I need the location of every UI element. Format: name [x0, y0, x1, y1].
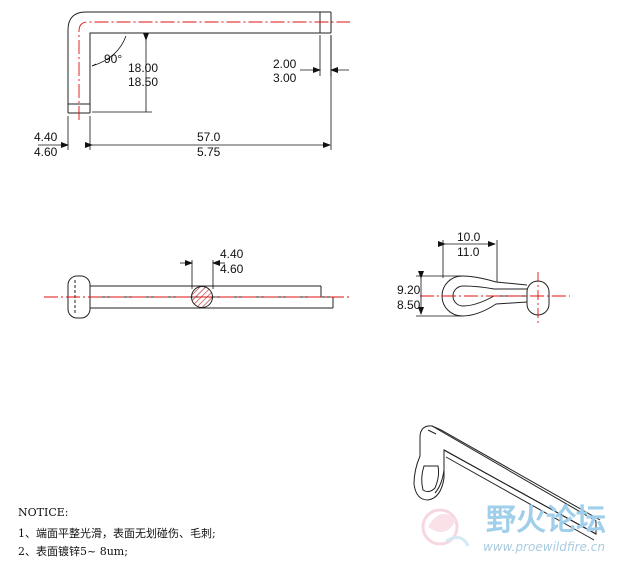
dia-b: 4.60 [34, 145, 58, 159]
front-view: 4.40 4.60 [44, 247, 352, 319]
notice-line-2: 2、表面镀锌5~ 8um; [18, 545, 128, 558]
section-dia-b: 4.60 [220, 262, 244, 276]
notice-title: NOTICE: [18, 506, 69, 519]
watermark-title: 野火论坛 [486, 503, 606, 538]
end-dimension [300, 35, 349, 76]
length-a: 57.0 [197, 130, 221, 144]
dia-a: 4.40 [34, 130, 58, 144]
leg-height-a: 18.00 [128, 61, 158, 75]
length-dimension [38, 36, 332, 150]
watermark-logo-icon [421, 508, 470, 547]
leg-height-b: 18.50 [128, 75, 158, 89]
section-dimension [180, 260, 225, 289]
section-dia-a: 4.40 [220, 247, 244, 261]
top-view: 90° 18.00 18.50 2.00 3.00 4.40 4.60 57.0… [34, 11, 350, 159]
loop-height-a: 9.20 [397, 283, 421, 297]
side-view: 10.0 11.0 9.20 8.50 [397, 230, 570, 326]
end-dim-a: 2.00 [273, 57, 297, 71]
end-dim-b: 3.00 [273, 71, 297, 85]
notice-line-1: 1、端面平整光滑，表面无划碰伤、毛刺; [18, 527, 216, 540]
loop-width-dimension [438, 240, 498, 282]
loop-height-b: 8.50 [397, 298, 421, 312]
leg-height-dimension [92, 33, 152, 113]
section-circle [191, 286, 213, 308]
angle-label: 90° [104, 52, 122, 66]
length-b: 5.75 [197, 145, 221, 159]
loop-width-a: 10.0 [457, 230, 481, 244]
angle-indicator [91, 35, 127, 67]
watermark: 野火论坛 www.proewildfire.cn [421, 503, 606, 554]
loop-height-dimension [416, 271, 462, 317]
center-lines [78, 21, 350, 120]
loop-width-b: 11.0 [457, 245, 480, 259]
rod-outline [67, 11, 332, 114]
watermark-url: www.proewildfire.cn [483, 540, 605, 554]
isometric-view [413, 425, 601, 541]
